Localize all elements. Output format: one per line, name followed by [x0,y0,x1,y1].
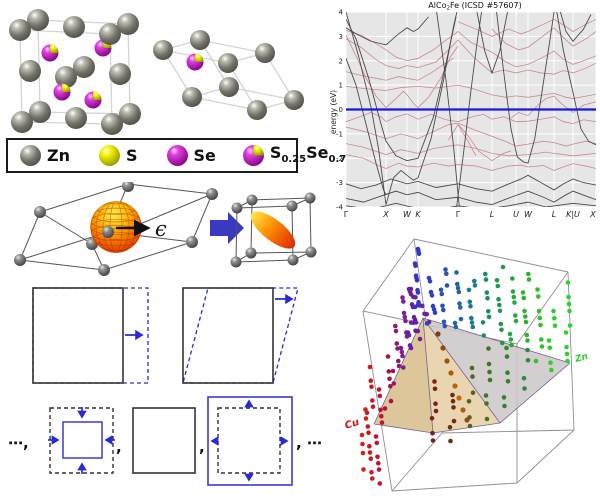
svg-text:0: 0 [339,106,343,114]
mixed-anion-atoms [41,39,112,109]
conventional-cell-atoms [9,9,141,135]
cube-atoms-back [245,192,317,259]
reference-square [132,407,196,474]
band-gridlines [345,11,597,208]
cube-atoms-front [230,200,299,268]
shear-diagrams-panel [32,287,299,384]
svg-text:Γ: Γ [344,210,349,219]
legend-label-se: Se [193,145,216,165]
separator-comma-2: , [199,438,205,456]
block-arrow-icon [210,212,244,244]
strain-ellipsoid-panel: ϵ [14,182,317,276]
svg-text:-2: -2 [336,155,343,163]
band-chart-title: AlCo2Fe (ICSD #57607) [428,1,521,12]
rhombohedron-atoms-front [14,206,114,276]
compression-inner-square [62,421,103,459]
expansion-dashed-square [217,407,281,474]
legend-label-zn: Zn [47,145,70,165]
epsilon-label: ϵ [155,217,167,241]
svg-text:W: W [403,210,412,219]
s-sphere-icon [99,145,120,166]
svg-text:3: 3 [339,33,343,41]
elongation-square [32,287,124,384]
primitive-cell-atoms [153,30,304,120]
svg-text:4: 4 [339,9,344,17]
compression-dashed-square [49,407,114,474]
svg-text:K: K [415,210,421,219]
shear-square [182,287,274,384]
svg-text:X: X [589,210,596,219]
legend-label-s: S [126,145,138,165]
legend-item-zn: Zn [19,144,70,167]
legend-item-s: S [98,144,138,167]
rhombohedron-atoms-back [86,182,218,250]
legend-label-sse: S0.25Se0.75 [269,143,354,166]
sse-sphere-icon [242,145,264,166]
legend-item-se: Se [166,144,216,167]
svg-text:Γ: Γ [456,210,461,219]
strain-ellipsoid [250,211,296,249]
ellipsis-prefix: ⋯, [8,434,29,452]
separator-comma-1: , [116,438,122,456]
svg-text:1: 1 [339,82,343,90]
compression-arrows [48,407,115,474]
cu-axis-label: Cu [344,417,361,432]
svg-text:-1: -1 [336,130,343,138]
atom-legend: Zn S Se S0.25Se0.75 [6,138,353,173]
expansion-outer-square [207,396,293,486]
svg-text:K|U: K|U [566,210,580,219]
svg-text:X: X [382,210,389,219]
svg-text:W: W [524,210,533,219]
rhombohedron-edges [19,183,213,271]
svg-text:L: L [490,210,494,219]
zn-axis-label: Zn [573,352,589,365]
crystal-structures-panel [9,9,304,135]
legend-item-sse: S0.25Se0.75 [242,144,353,167]
dilation-series-panel: ⋯, , , , ⋯ [8,396,322,486]
se-sphere-icon [166,145,188,166]
convex-hull-3d-chart: Cu Zn [344,238,589,492]
svg-text:-4: -4 [336,204,344,212]
hull-ridge-lines [373,317,571,434]
zn-sphere-icon [20,145,41,166]
svg-text:-3: -3 [336,179,343,187]
expansion-arrows [210,399,289,482]
scatter-points [359,246,573,486]
ellipsis-suffix: , ⋯ [296,434,322,452]
svg-text:2: 2 [339,57,343,65]
shear-dashed-parallelogram [182,287,299,384]
svg-text:U: U [513,210,519,219]
band-curves [346,12,596,207]
svg-text:L: L [552,210,556,219]
band-ytick-labels: -4 -3 -2 -1 0 1 2 3 4 [336,9,344,212]
band-ylabel: energy (eV) [330,90,338,134]
